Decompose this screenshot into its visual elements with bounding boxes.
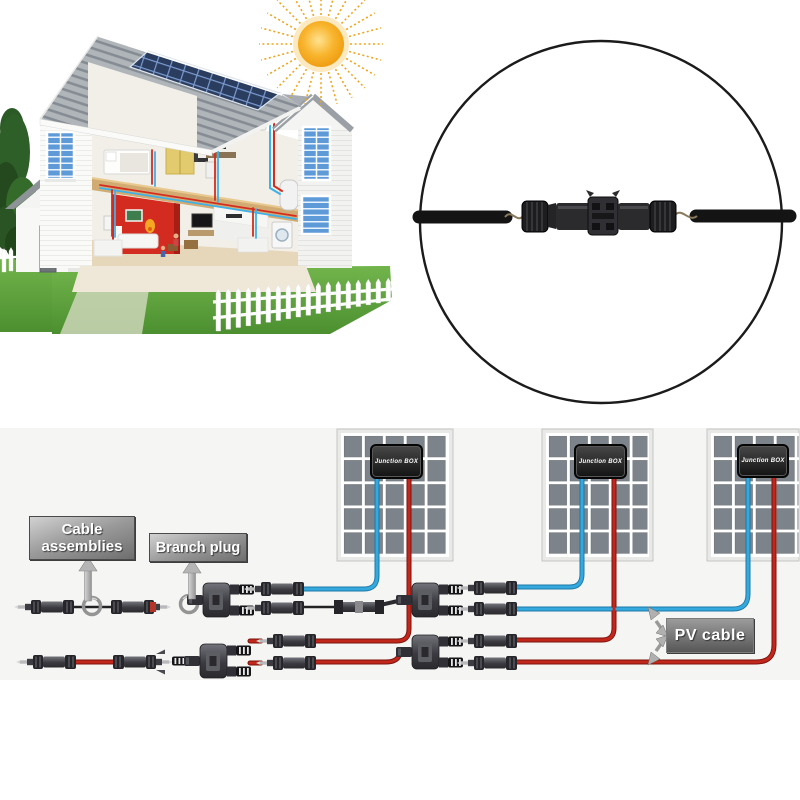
attic-opening xyxy=(88,62,197,149)
positive-wires xyxy=(68,472,776,665)
mc4-inline-connector xyxy=(521,190,677,236)
living-room xyxy=(93,194,218,257)
mc4-coupler xyxy=(334,600,384,614)
roof xyxy=(39,35,302,157)
negative-wires xyxy=(300,472,750,611)
pv-cable-arrows xyxy=(647,606,669,666)
picket-fence xyxy=(0,247,393,332)
junction-box-2: Junction BOX xyxy=(574,444,627,479)
inline-connector-photo xyxy=(412,190,797,236)
patio xyxy=(72,266,316,292)
junction-box-label: Junction BOX xyxy=(578,458,623,465)
junction-box-label: Junction BOX xyxy=(741,458,785,464)
connector-photo-inset xyxy=(412,39,797,405)
cable-assembly-row xyxy=(14,595,171,617)
heating-pipes xyxy=(99,100,297,239)
label-branch-plug: Branch plug xyxy=(149,533,247,562)
kitchen xyxy=(103,161,299,253)
house-illustration xyxy=(0,0,393,334)
sun-icon xyxy=(258,0,384,107)
junction-box-3: Junction BOX xyxy=(737,444,789,478)
string-chain-top xyxy=(244,581,517,618)
junction-box-label: Junction BOX xyxy=(374,458,419,465)
label-pv-cable: PV cable xyxy=(666,618,754,653)
label-cable-assemblies: Cable assemblies xyxy=(29,516,135,560)
junction-box-1: Junction BOX xyxy=(370,444,423,479)
pv-wires xyxy=(62,471,777,666)
callout-arrows xyxy=(78,556,202,602)
window xyxy=(300,194,332,236)
right-wing xyxy=(272,93,354,268)
solar-panel-2 xyxy=(541,428,654,562)
cable-assembly-row-red xyxy=(16,643,252,679)
rooftop-solar-array xyxy=(128,50,282,111)
